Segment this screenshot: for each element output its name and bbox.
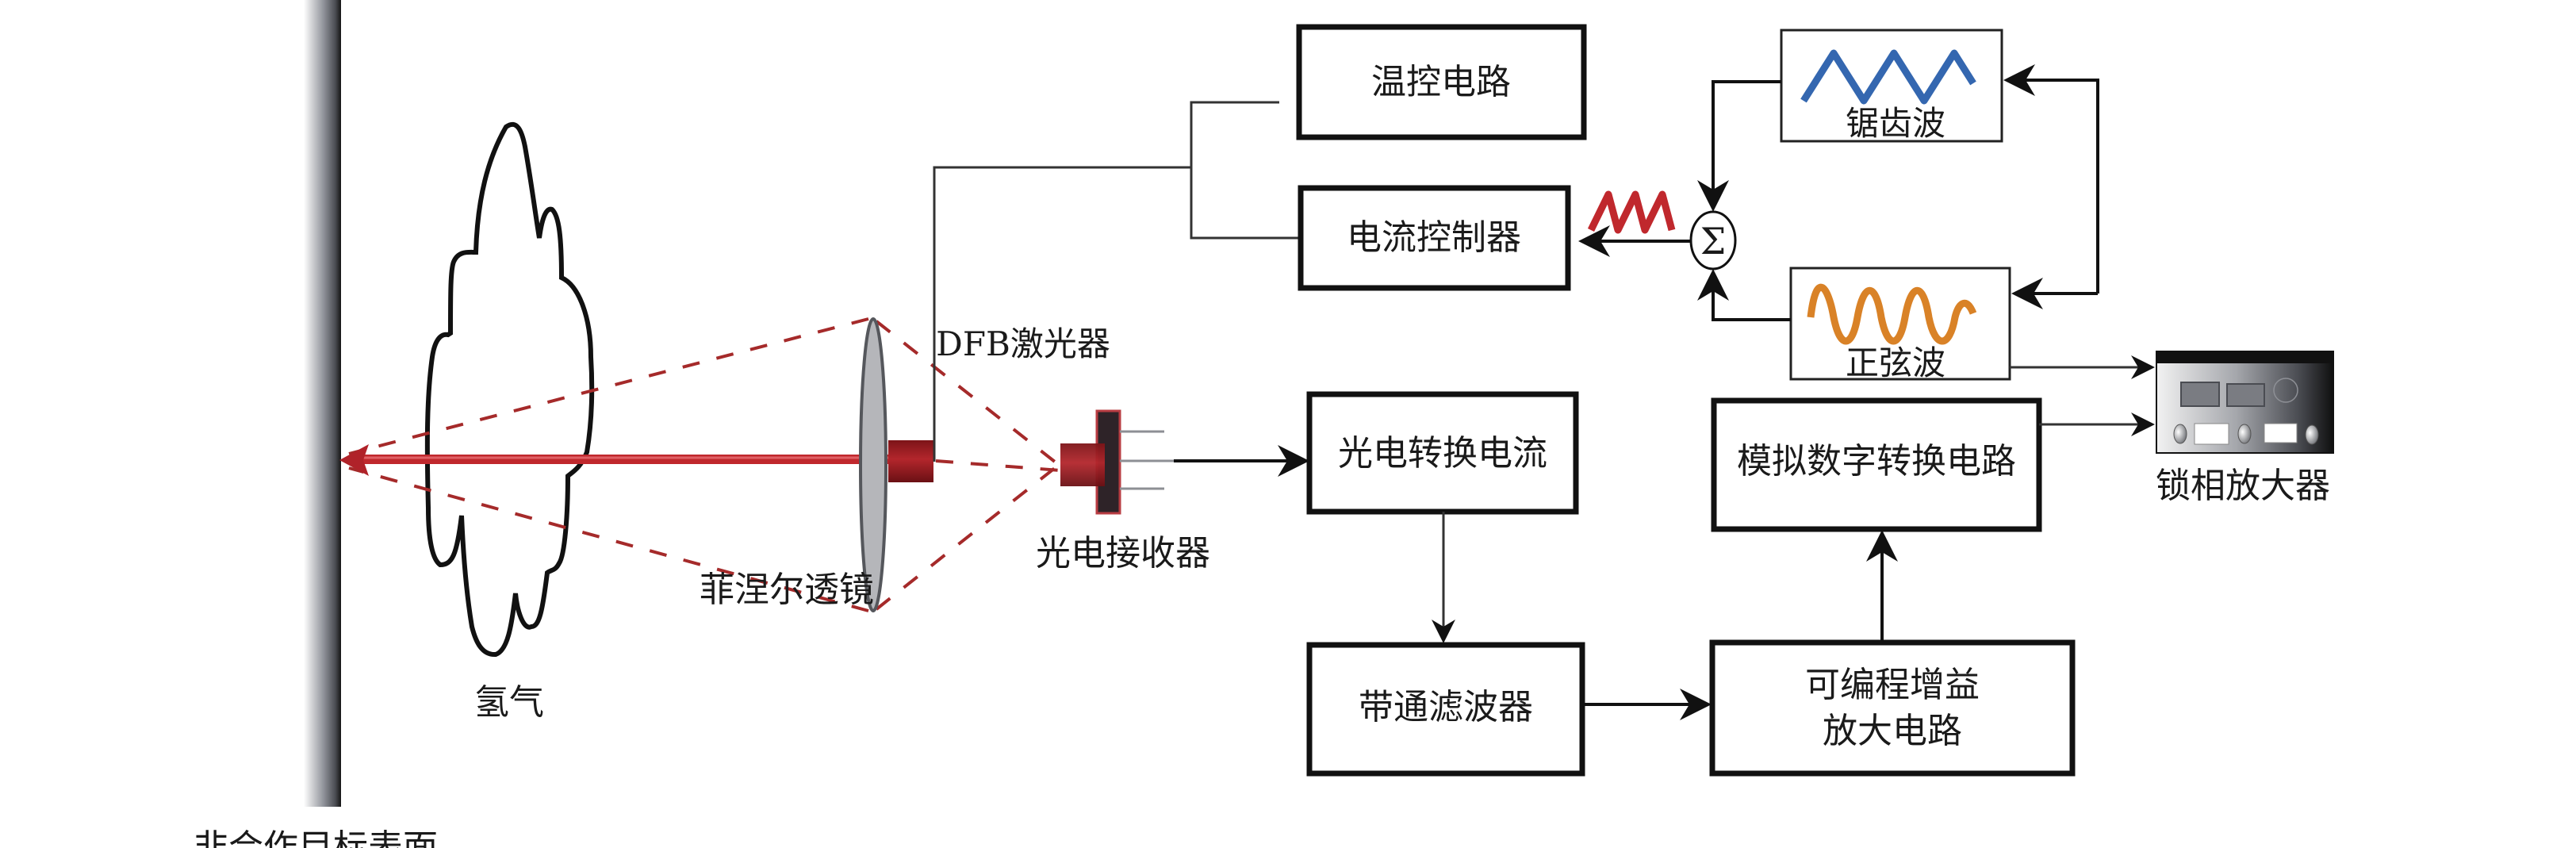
ray-center — [935, 459, 1071, 473]
receiver-cap — [1060, 443, 1105, 486]
sawtooth-to-sum-wire — [1697, 80, 1781, 212]
temp-control-label: 温控电路 — [1371, 62, 1511, 102]
target-surface — [304, 0, 341, 807]
temp-control-box — [1296, 24, 1587, 140]
gas-label: 氢气 — [474, 682, 544, 723]
sawtooth-wave-icon — [1800, 49, 1976, 105]
lockin-label: 锁相放大器 — [2156, 466, 2330, 506]
adc-box — [1711, 397, 2042, 532]
lockin-amplifier-icon — [2156, 351, 2334, 454]
target-surface-label: 非合作目标表面 — [194, 827, 438, 848]
photocurrent-box — [1306, 391, 1579, 515]
pga-box — [1709, 639, 2076, 777]
laser-beam-arrowhead — [339, 444, 369, 476]
sine-label: 正弦波 — [1846, 343, 1945, 382]
fresnel-lens — [859, 317, 887, 612]
modulated-wave-icon — [1587, 190, 1676, 234]
current-controller-box — [1298, 185, 1571, 291]
feedback-to-sawtooth — [2003, 64, 2099, 294]
bandpass-filter-box — [1306, 642, 1585, 777]
lockin-display-1 — [2180, 382, 2220, 407]
sine-wave-icon — [1807, 283, 1977, 345]
sawtooth-box — [1780, 29, 2003, 143]
ray-upper-focus — [875, 320, 1060, 466]
dfb-laser — [888, 440, 933, 482]
lockin-dial — [2273, 378, 2298, 403]
laser-control-wire — [933, 166, 1191, 462]
branch-wire — [1190, 101, 1301, 240]
pga-label-line2: 放大电路 — [1823, 711, 1962, 751]
sine-to-sum-wire — [1697, 269, 1791, 321]
sum-symbol: Σ — [1700, 220, 1727, 263]
laser-label: DFB激光器 — [936, 324, 1110, 363]
optical-rays — [348, 317, 1071, 612]
pga-label-line1: 可编程增益 — [1805, 665, 1980, 705]
ray-lower-focus — [875, 463, 1060, 611]
target-wall — [304, 0, 341, 807]
photocurrent-label: 光电转换电流 — [1338, 433, 1547, 474]
lockin-panel-1 — [2194, 423, 2229, 445]
photo-receiver — [1060, 409, 1174, 515]
hydrogen-cloud-icon — [424, 121, 595, 657]
lockin-display-2 — [2226, 383, 2265, 407]
receiver-label: 光电接收器 — [1036, 533, 1210, 574]
lockin-top-band — [2156, 351, 2333, 363]
sawtooth-label: 锯齿波 — [1846, 104, 1945, 143]
current-controller-label: 电流控制器 — [1347, 217, 1521, 258]
lockin-knob-2 — [2237, 424, 2252, 444]
adc-label: 模拟数字转换电路 — [1737, 441, 2016, 482]
lockin-knob-3 — [2305, 424, 2319, 445]
bandpass-filter-label: 带通滤波器 — [1359, 687, 1533, 727]
laser-beam — [339, 444, 896, 476]
lens-label: 菲涅尔透镜 — [700, 570, 874, 610]
lockin-knob-1 — [2173, 424, 2187, 444]
lockin-panel-2 — [2264, 423, 2298, 443]
